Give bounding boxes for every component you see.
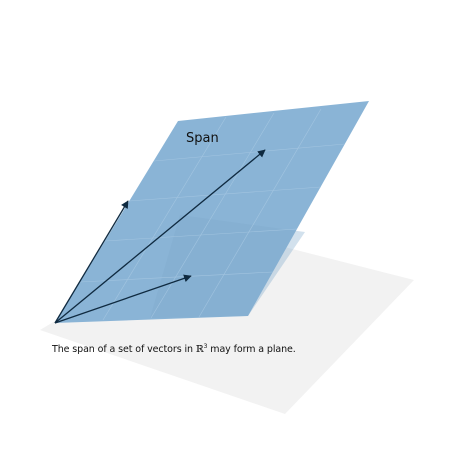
- vector-arrow-2: [54, 149, 266, 324]
- caption-suffix: may form a plane.: [207, 344, 296, 355]
- plane-grid-line: [153, 143, 346, 162]
- span-plane-shade: [150, 215, 305, 318]
- caption: The span of a set of vectors in ℝ3 may f…: [52, 343, 296, 355]
- plane-grid-line: [150, 112, 275, 319]
- plane-grid-line: [198, 108, 322, 318]
- span-plane: [55, 101, 369, 323]
- vector-arrow-1: [54, 200, 129, 324]
- vector-arrow-3: [54, 274, 192, 324]
- plane-label: Span: [186, 131, 219, 146]
- caption-exponent: 3: [203, 343, 208, 350]
- plane-grid-line: [128, 186, 322, 202]
- caption-prefix: The span of a set of vectors in: [52, 344, 196, 355]
- plane-grid-line: [79, 271, 274, 283]
- plane-grid-line: [102, 116, 227, 321]
- caption-symbol: ℝ: [195, 344, 204, 355]
- plane-grid: [79, 108, 346, 321]
